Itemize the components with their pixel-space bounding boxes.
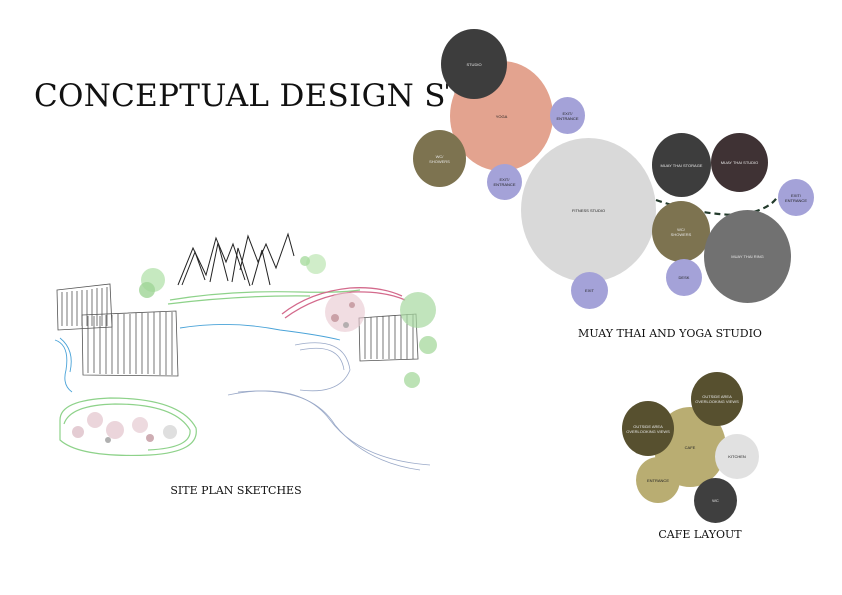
bubble-wc: WC [694, 478, 737, 523]
bubble-kitchen: KITCHEN [715, 434, 759, 479]
bubble-exit-entrance-2: EXIT/ ENTRANCE [487, 164, 522, 200]
building-sketch [56, 283, 419, 377]
red-path-sketch [281, 287, 406, 319]
bubble-muay-thai-storage: MUAY THAI STORAGE [652, 133, 711, 197]
bubble-outside-seating-1: OUTSIDE AREA OVERLOOKING VIEWS [622, 401, 674, 456]
bubble-wc-showers-2: WC/ SHOWERS [652, 201, 710, 262]
bubble-muay-thai-studio: MUAY THAI STUDIO [711, 133, 768, 192]
bubble-entrance: ENTRANCE [636, 457, 680, 503]
cafe-caption: CAFE LAYOUT [658, 528, 742, 541]
water-sketch [54, 323, 341, 393]
mountain-sketch [177, 232, 295, 287]
bubble-fitness-studio: FITNESS STUDIO [521, 138, 656, 282]
bubble-exit-entrance-3: EXIT/ ENTRANCE [778, 179, 814, 216]
bubble-studio: STUDIO [441, 29, 507, 99]
bubble-desk: DESK [666, 259, 702, 296]
bubble-muay-thai-ring: MUAY THAI RING [704, 210, 791, 303]
tree-clusters [72, 254, 437, 443]
bubble-exit-entrance-1: EXIT/ ENTRANCE [550, 97, 585, 134]
bubble-outside-seating-2: OUTSIDE AREA OVERLOOKING VIEWS [691, 372, 743, 426]
path-sketch [227, 342, 431, 471]
green-path-sketch [59, 289, 361, 456]
bubble-exit: EXIT [571, 272, 608, 309]
studio-caption: MUAY THAI AND YOGA STUDIO [578, 327, 762, 340]
site-plan-caption: SITE PLAN SKETCHES [170, 484, 302, 497]
bubble-wc-showers-1: WC/ SHOWERS [413, 130, 466, 187]
